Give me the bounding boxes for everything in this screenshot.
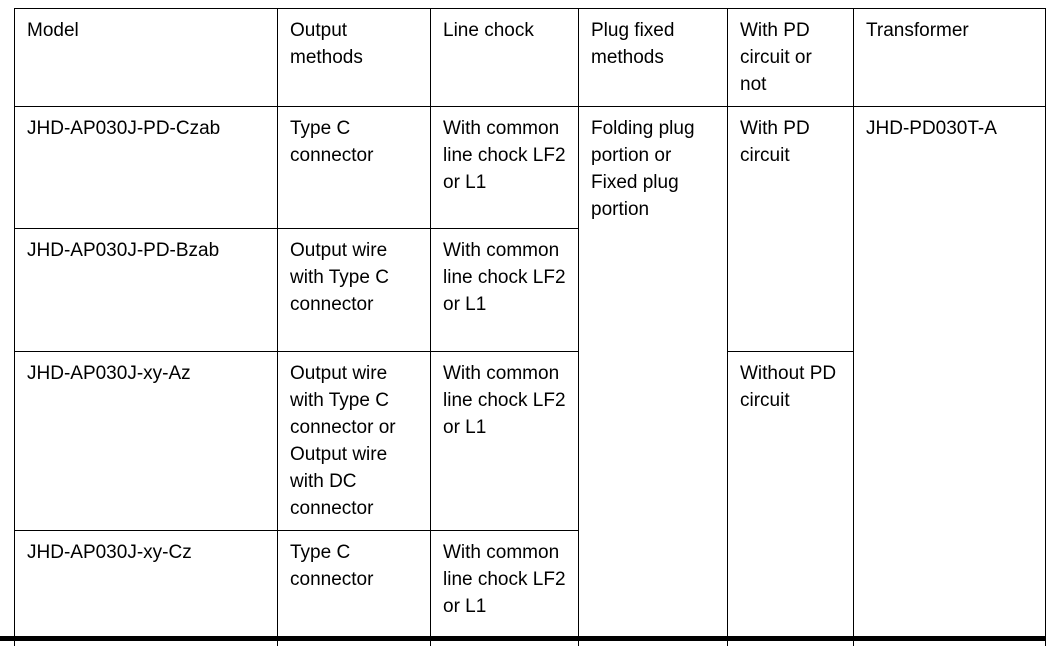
cell-model: JHD-AP030J-PD-Bzab (14, 228, 278, 352)
header-output-methods: Output methods (277, 8, 431, 107)
cell-output-method: Type C connector (277, 530, 431, 646)
cell-pd-circuit: Without PD circuit (727, 351, 854, 646)
cell-line-chock: With common line chock LF2 or L1 (430, 106, 579, 229)
header-pd-circuit: With PD circuit or not (727, 8, 854, 107)
table-row: JHD-AP030J-xy-Az Output wire with Type C… (14, 351, 1046, 646)
cell-transformer: JHD-PD030T-A (853, 106, 1046, 646)
header-model: Model (14, 8, 278, 107)
table-row: JHD-AP030J-PD-Czab Type C connector With… (14, 106, 1046, 646)
header-row: Model Output methods Line chock Plug fix… (14, 8, 1046, 107)
cell-plug-fixed-methods: Folding plug portion or Fixed plug porti… (578, 106, 728, 646)
header-line-chock: Line chock (430, 8, 579, 107)
cell-model: JHD-AP030J-xy-Az (14, 351, 278, 531)
cell-model: JHD-AP030J-xy-Cz (14, 530, 278, 646)
cell-output-method: Type C connector (277, 106, 431, 229)
cell-model: JHD-AP030J-PD-Czab (14, 106, 278, 229)
cell-line-chock: With common line chock LF2 or L1 (430, 530, 579, 646)
cell-output-method: Output wire with Type C connector or Out… (277, 351, 431, 531)
header-transformer: Transformer (853, 8, 1046, 107)
table-row: JHD-AP030J-PD-Bzab Output wire with Type… (14, 228, 1046, 352)
page-bottom-rule (0, 636, 1046, 641)
cell-output-method: Output wire with Type C connector (277, 228, 431, 352)
table-row: JHD-AP030J-xy-Cz Type C connector With c… (14, 530, 1046, 646)
cell-line-chock: With common line chock LF2 or L1 (430, 228, 579, 352)
model-specification-table: Model Output methods Line chock Plug fix… (14, 8, 1046, 646)
cell-line-chock: With common line chock LF2 or L1 (430, 351, 579, 531)
cell-pd-circuit: With PD circuit (727, 106, 854, 352)
header-plug-fixed-methods: Plug fixed methods (578, 8, 728, 107)
